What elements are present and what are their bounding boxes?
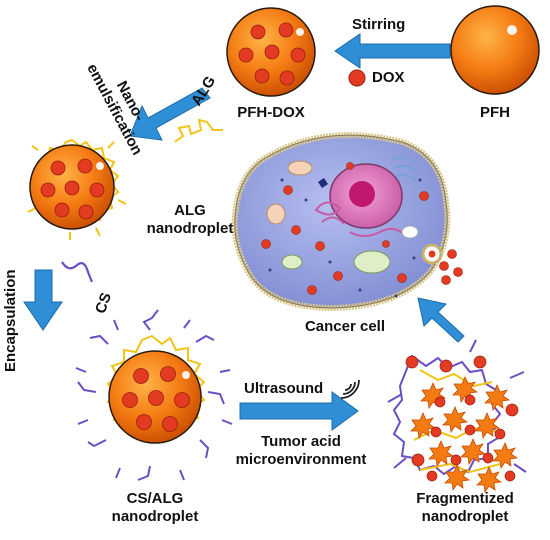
stirring-label: Stirring — [352, 16, 406, 33]
uptake-arrow — [417, 297, 465, 343]
dox-legend-dot — [348, 69, 366, 87]
pfh-dox-label: PFH-DOX — [237, 104, 305, 121]
pfh-label: PFH — [480, 104, 510, 121]
ultrasound-wave-icon — [340, 379, 360, 399]
alg-nanodroplet-label-line2: nanodroplet — [146, 220, 234, 237]
alg-nanodroplet — [27, 138, 127, 240]
alg-nanodroplet-label-line1: ALG — [174, 202, 206, 219]
ultrasound-arrow — [239, 391, 359, 431]
nano-emulsification-arrow — [129, 87, 211, 141]
ultrasound-label: Ultrasound — [244, 380, 324, 397]
fragmented-nanodroplet-label-line2: nanodroplet — [421, 508, 509, 525]
pfh-dox-droplet — [226, 7, 316, 97]
encapsulation-arrow — [23, 269, 63, 331]
fragmentized-nanodroplet — [387, 339, 527, 494]
cancer-cell — [231, 132, 463, 312]
cs-strand — [61, 261, 94, 283]
cs-alg-nanodroplet — [75, 309, 233, 481]
tumor-acid-label-line1: Tumor acid — [261, 433, 341, 450]
alg-strand — [174, 118, 223, 143]
fragmented-nanodroplet-label-line1: Fragmentized — [416, 490, 514, 507]
stirring-arrow — [334, 33, 451, 69]
cancer-cell-label: Cancer cell — [304, 318, 386, 335]
pfh-droplet — [450, 5, 540, 95]
tumor-acid-label-line2: microenvironment — [235, 451, 367, 468]
dox-label: DOX — [372, 69, 405, 86]
encapsulation-label: Encapsulation — [2, 269, 19, 372]
cs-alg-nanodroplet-label-line2: nanodroplet — [111, 508, 199, 525]
cs-alg-nanodroplet-label-line1: CS/ALG — [126, 490, 184, 507]
